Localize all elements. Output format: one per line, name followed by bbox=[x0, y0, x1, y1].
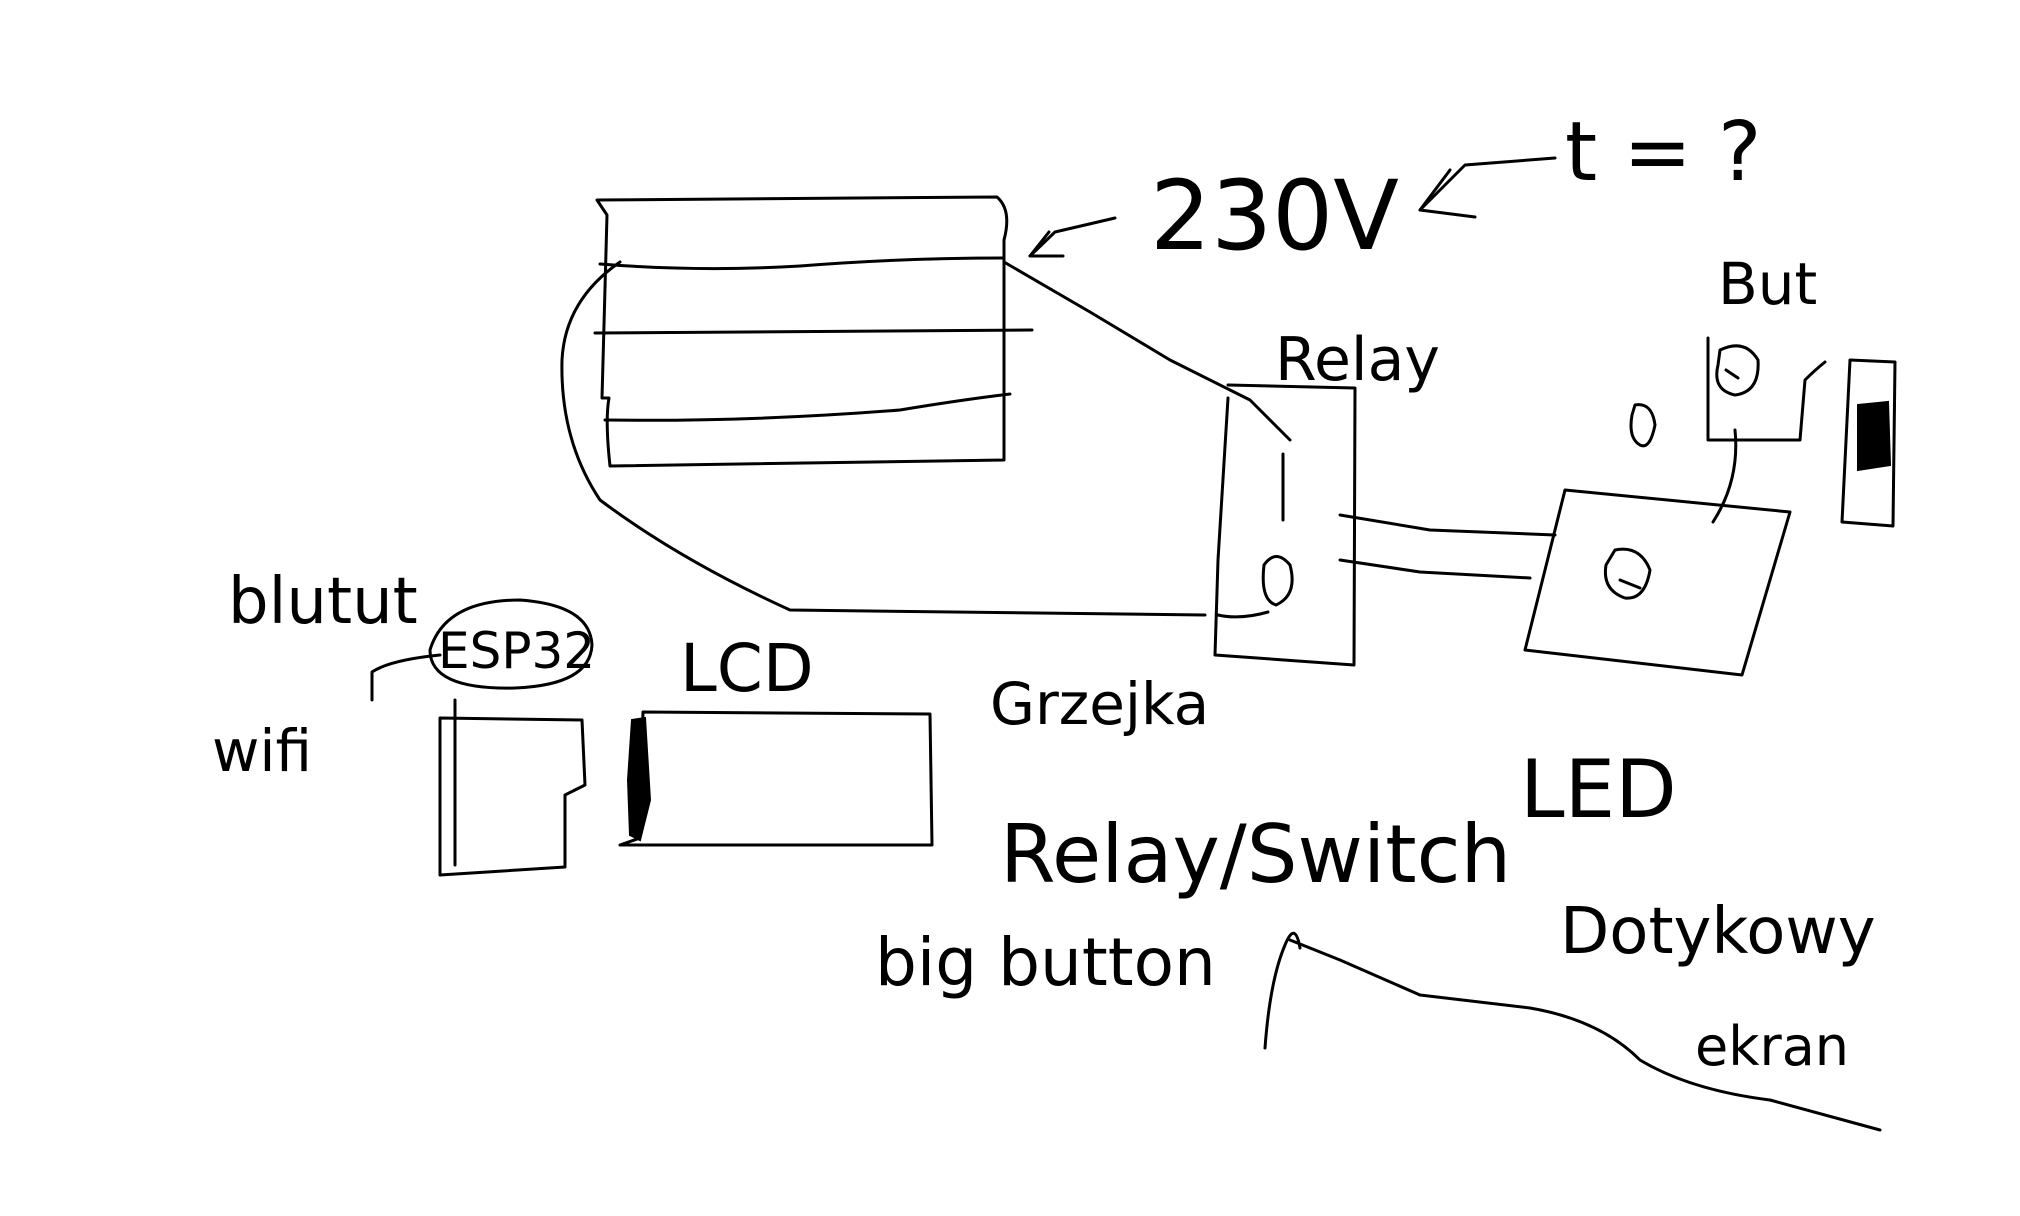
antenna-oval bbox=[428, 598, 594, 690]
label-voltage: 230V bbox=[1150, 160, 1399, 272]
heater-block bbox=[593, 195, 1034, 468]
arrow-230v-to-heater bbox=[1028, 216, 1117, 258]
wire-heater-to-relay-top bbox=[1002, 260, 1292, 442]
label-relay: Relay bbox=[1275, 325, 1440, 395]
label-wifi: wifi bbox=[212, 717, 313, 785]
label-led: LED bbox=[1520, 743, 1677, 836]
button-box bbox=[1706, 336, 1827, 442]
label-big-button: big button bbox=[875, 924, 1216, 1001]
lcd-box bbox=[618, 710, 934, 847]
label-time-question: t = ? bbox=[1565, 105, 1762, 200]
wire-heater-loop bbox=[560, 260, 1207, 617]
led-box bbox=[1523, 488, 1792, 677]
wifi-hook bbox=[370, 653, 442, 702]
wire-relay-to-led-1 bbox=[1338, 513, 1557, 537]
label-heater: Grzejka bbox=[990, 670, 1210, 738]
slider-switch bbox=[1840, 358, 1897, 528]
label-touch-screen-line1: Dotykowy bbox=[1560, 895, 1876, 969]
wire-led-to-button bbox=[1711, 428, 1738, 524]
touch-screen-outline bbox=[1288, 938, 1882, 1132]
esp-module bbox=[438, 698, 587, 877]
wire-relay-to-led-2 bbox=[1338, 558, 1532, 580]
label-button-short: But bbox=[1718, 250, 1818, 318]
arrow-time-to-230v bbox=[1418, 156, 1557, 219]
label-relay-switch: Relay/Switch bbox=[1000, 808, 1512, 901]
small-circle-marker bbox=[1629, 403, 1657, 448]
label-lcd: LCD bbox=[680, 630, 814, 707]
label-bluetooth: blutut bbox=[228, 565, 418, 639]
big-button-stroke bbox=[1263, 931, 1302, 1050]
label-esp: ESP32 bbox=[438, 622, 596, 680]
label-touch-screen-line2: ekran bbox=[1695, 1015, 1850, 1078]
relay-box bbox=[1213, 383, 1357, 667]
